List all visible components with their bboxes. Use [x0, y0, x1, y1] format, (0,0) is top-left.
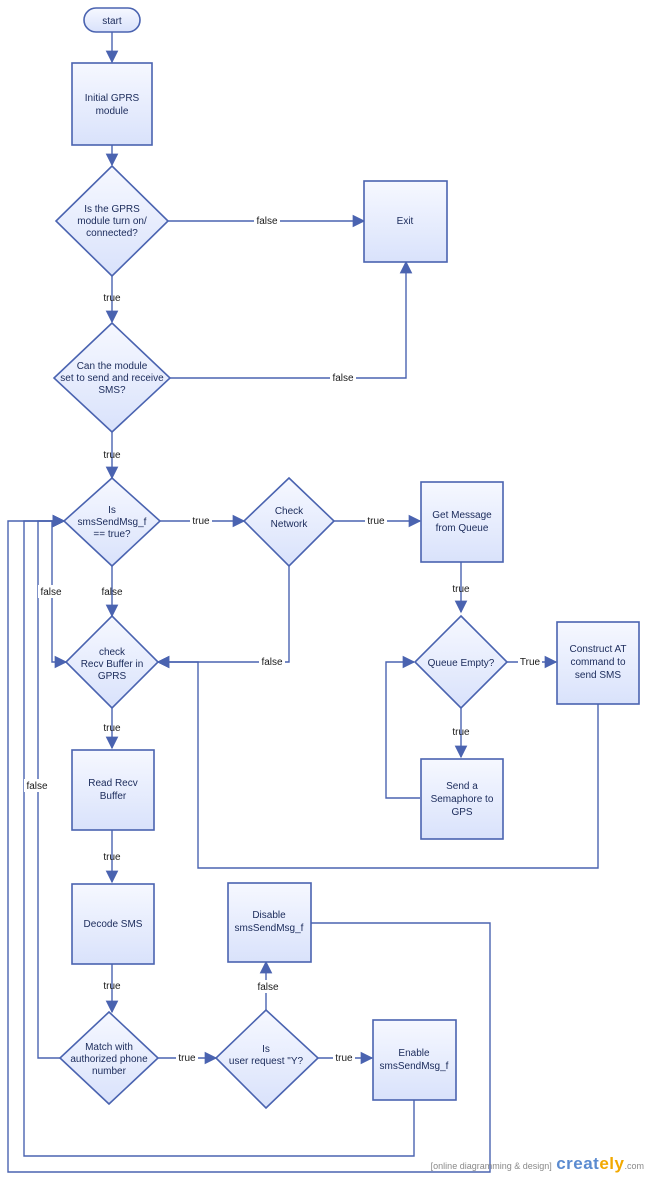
edge-label-false-exit-2: false — [332, 373, 354, 384]
edge-q-flag-false-check-recv — [51, 521, 68, 669]
read-recv-box — [71, 749, 155, 831]
edge-label-true-send-sem: true — [452, 727, 470, 738]
decode-box — [71, 883, 155, 965]
send-sem-label-3: GPS — [451, 807, 472, 818]
send-sem-label-1: Send a — [446, 781, 478, 792]
shapes — [52, 7, 640, 1110]
match-label-2: authorized phone — [70, 1054, 148, 1065]
get-msg-label-1: Get Message — [432, 510, 492, 521]
edge-label-false-match: false — [26, 781, 48, 792]
q-flag-label-2: smsSendMsg_f — [78, 517, 147, 528]
check-net-label-1: Check — [275, 506, 304, 517]
construct-box — [556, 621, 640, 705]
edge-label-true-match: true — [103, 981, 121, 992]
enable-box — [372, 1019, 457, 1101]
creately-logo: creately — [556, 1154, 625, 1173]
q-flag-label-3: == true? — [93, 529, 131, 540]
check-recv-label-2: Recv Buffer in — [81, 659, 144, 670]
send-sem-box — [420, 758, 504, 840]
q-sms-label-3: SMS? — [98, 385, 126, 396]
edge-label-true-q-user: true — [178, 1053, 196, 1064]
read-recv-label-1: Read Recv — [88, 778, 137, 789]
edge-check-net-check-recv — [156, 566, 290, 669]
node-labels: start Initial GPRS module Is the GPRS mo… — [60, 16, 626, 1077]
disable-label-1: Disable — [252, 910, 286, 921]
construct-label-3: send SMS — [575, 670, 621, 681]
start-label: start — [102, 16, 122, 27]
edge-q-sms-exit — [170, 260, 413, 379]
q-on-label-1: Is the GPRS — [84, 204, 140, 215]
check-recv-label-3: GPRS — [98, 671, 127, 682]
edge-label-true-q-queue: true — [452, 584, 470, 595]
disable-label-2: smsSendMsg_f — [235, 923, 304, 934]
edge-label-false-exit: false — [256, 216, 278, 227]
init-label-1: Initial GPRS — [85, 93, 140, 104]
enable-label-2: smsSendMsg_f — [380, 1061, 449, 1072]
edge-label-false-network: false — [261, 657, 283, 668]
q-on-label-3: connected? — [86, 228, 138, 239]
read-recv-label-2: Buffer — [100, 791, 127, 802]
get-msg-label-2: from Queue — [436, 523, 489, 534]
get-msg-box — [420, 481, 504, 563]
q-sms-label-1: Can the module — [77, 361, 148, 372]
watermark-caption: [online diagramming & design] — [430, 1161, 552, 1171]
q-user-label-1: Is — [262, 1044, 270, 1055]
edge-label-true-decode: true — [103, 852, 121, 863]
exit-box — [363, 180, 448, 263]
edge-label-false-disable: false — [257, 982, 279, 993]
q-user-diamond — [214, 1008, 320, 1110]
edge-label-true-construct: True — [520, 657, 541, 668]
q-queue-diamond — [413, 614, 509, 710]
check-net-diamond — [242, 476, 336, 568]
check-net-label-2: Network — [271, 519, 309, 530]
construct-label-1: Construct AT — [569, 644, 626, 655]
q-on-diamond — [54, 164, 170, 278]
q-sms-diamond — [52, 321, 172, 434]
exit-label: Exit — [397, 216, 414, 227]
init-label-2: module — [96, 106, 129, 117]
start-terminator — [83, 7, 141, 33]
decode-label: Decode SMS — [84, 919, 143, 930]
q-flag-diamond — [62, 476, 162, 568]
construct-label-2: command to — [570, 657, 625, 668]
edge-label-true-get-msg: true — [367, 516, 385, 527]
edge-label-false-check-recv: false — [101, 587, 123, 598]
q-on-label-2: module turn on/ — [77, 216, 147, 227]
edge-label-true-q-flag: true — [103, 450, 121, 461]
init-box — [71, 62, 153, 146]
creately-watermark: [online diagramming & design] creately.c… — [431, 1154, 644, 1174]
send-sem-label-2: Semaphore to — [431, 794, 494, 805]
edge-disable-q-flag — [7, 514, 491, 1173]
q-sms-label-2: set to send and receive — [60, 373, 164, 384]
edge-construct-check-recv — [156, 655, 599, 869]
edge-label-true-read-recv: true — [103, 723, 121, 734]
match-label-1: Match with — [85, 1042, 133, 1053]
q-queue-label: Queue Empty? — [428, 658, 495, 669]
edge-send-sem-q-queue — [385, 655, 420, 799]
edge-label-true-check-net: true — [192, 516, 210, 527]
edge-label-true-q-sms: true — [103, 293, 121, 304]
q-user-label-2: user request "Y? — [229, 1056, 304, 1067]
match-diamond — [58, 1010, 160, 1106]
disable-box — [227, 882, 312, 963]
watermark-suffix: .com — [624, 1161, 644, 1171]
match-label-3: number — [92, 1066, 127, 1077]
edge-labels: false true false true true true false fa… — [24, 214, 542, 1064]
check-recv-diamond — [64, 614, 160, 710]
check-recv-label-1: check — [99, 647, 126, 658]
edge-label-true-enable: true — [335, 1053, 353, 1064]
edge-label-false-left: false — [40, 587, 62, 598]
enable-label-1: Enable — [398, 1048, 430, 1059]
q-flag-label-1: Is — [108, 505, 116, 516]
